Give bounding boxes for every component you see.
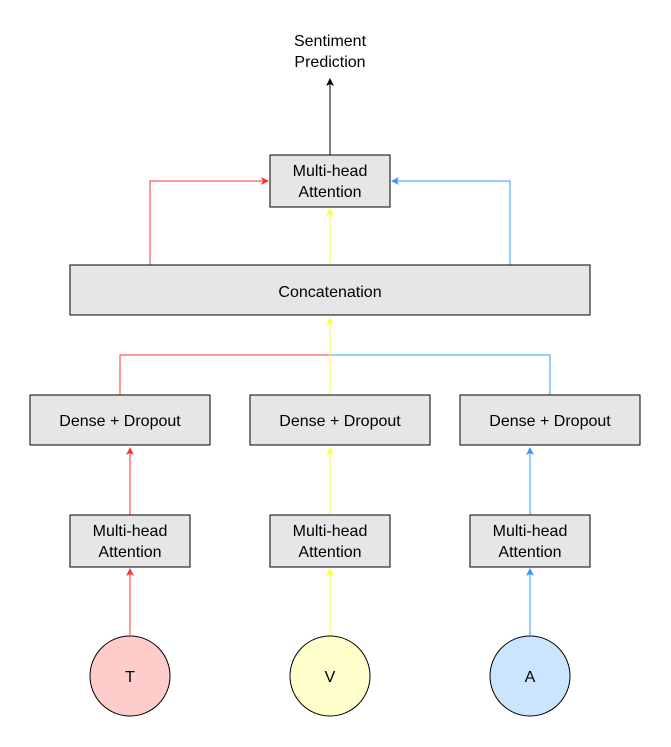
- edges: [119, 78, 551, 635]
- dense-label-a: Dense + Dropout: [489, 413, 611, 430]
- input-node-v: V: [289, 635, 371, 717]
- input-label-t: T: [125, 669, 135, 686]
- attention-node-t: Multi-head Attention: [69, 514, 191, 568]
- concatenation-label: Concatenation: [278, 284, 381, 301]
- input-node-t: T: [89, 635, 171, 717]
- dense-label-v: Dense + Dropout: [279, 413, 401, 430]
- input-label-a: A: [525, 669, 536, 686]
- input-node-a: A: [489, 635, 571, 717]
- attention-v-line2: Attention: [298, 544, 361, 561]
- attention-v-line1: Multi-head: [293, 523, 368, 540]
- dense-node-t: Dense + Dropout: [29, 394, 211, 446]
- attention-a-line2: Attention: [498, 544, 561, 561]
- attention-node-a: Multi-head Attention: [469, 514, 591, 568]
- attention-node-v: Multi-head Attention: [269, 514, 391, 568]
- top-attention-node: Multi-head Attention: [269, 154, 391, 208]
- edge-t-dense-to-concat: [119, 354, 330, 395]
- edge-concat-to-attention-red: [149, 177, 269, 265]
- attention-t-line1: Multi-head: [93, 523, 168, 540]
- sentiment-prediction-label: Sentiment Prediction: [294, 33, 367, 71]
- dense-label-t: Dense + Dropout: [59, 413, 181, 430]
- concatenation-node: Concatenation: [69, 264, 591, 316]
- output-line2: Prediction: [294, 54, 365, 71]
- output-line1: Sentiment: [294, 33, 367, 50]
- dense-node-v: Dense + Dropout: [249, 394, 431, 446]
- attention-t-line2: Attention: [98, 544, 161, 561]
- edge-concat-to-attention-blue: [391, 177, 511, 265]
- top-attention-line1: Multi-head: [293, 163, 368, 180]
- input-label-v: V: [325, 669, 336, 686]
- top-attention-line2: Attention: [298, 184, 361, 201]
- edge-a-dense-to-concat: [330, 354, 551, 395]
- dense-node-a: Dense + Dropout: [459, 394, 641, 446]
- attention-a-line1: Multi-head: [493, 523, 568, 540]
